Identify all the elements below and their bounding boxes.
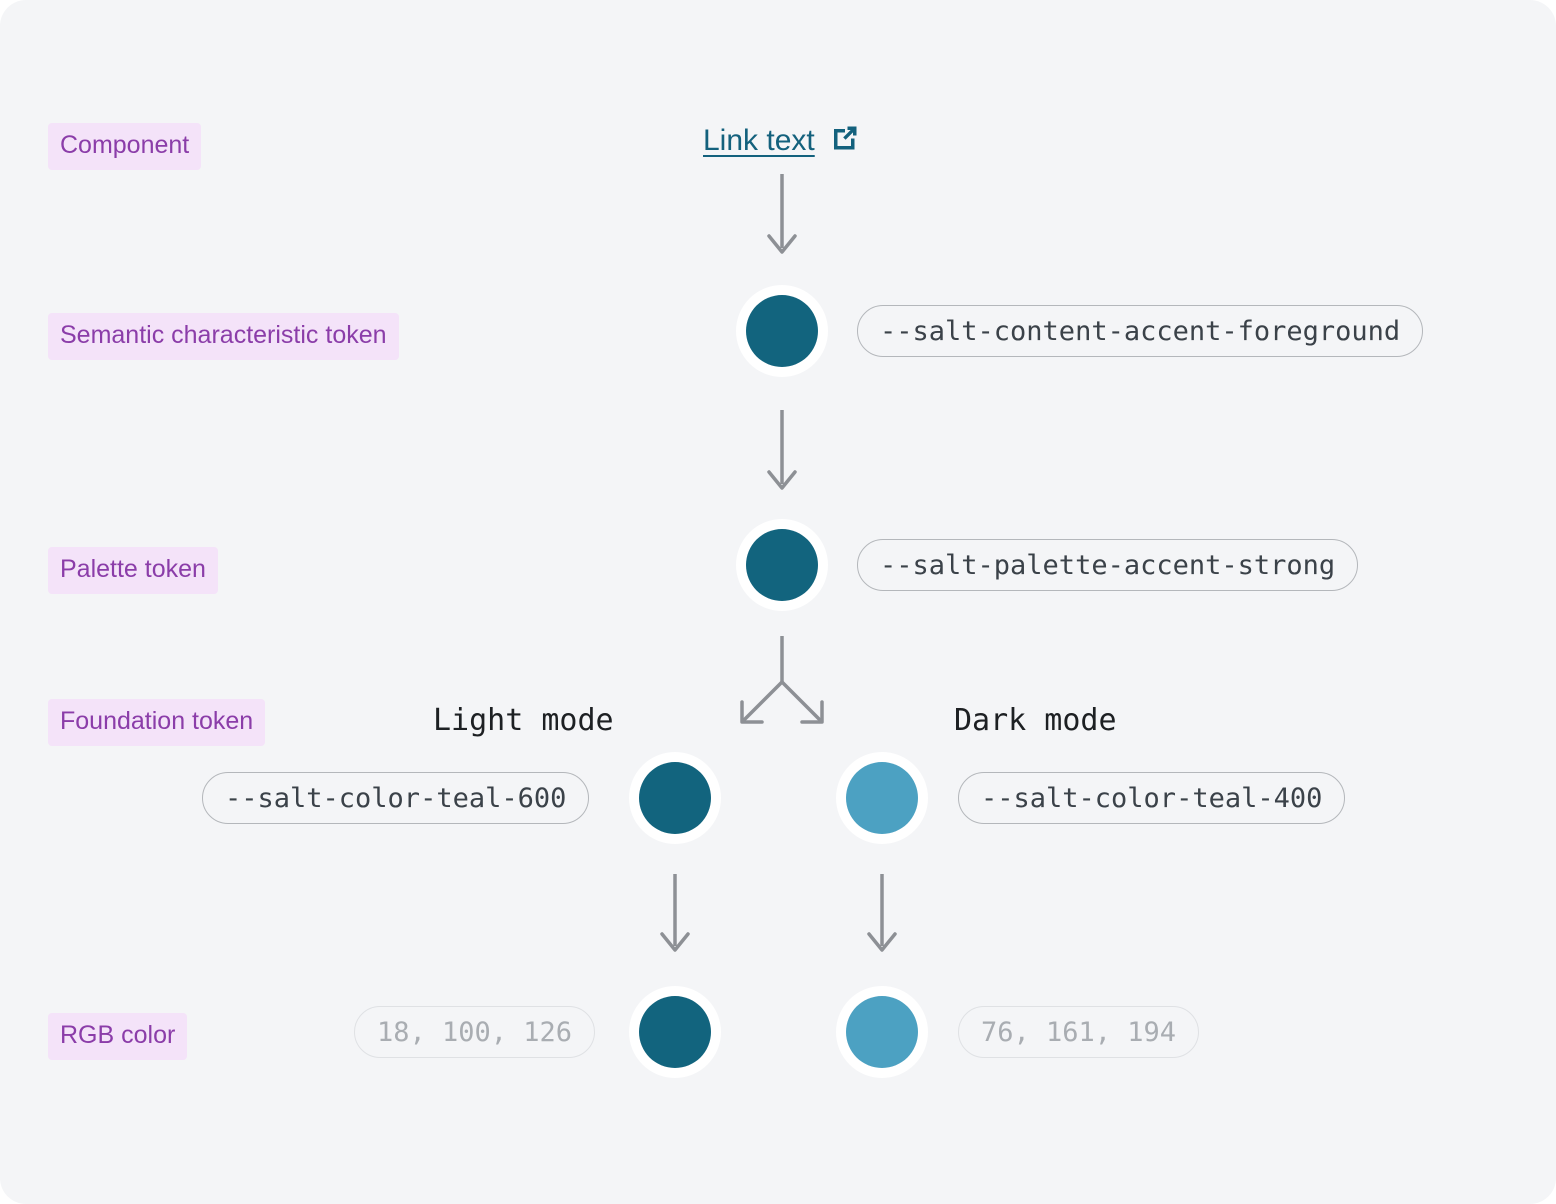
swatch-dot — [746, 295, 818, 367]
arrow-palette-branch — [740, 636, 824, 724]
stage-label-foundation-token: Foundation token — [48, 699, 266, 746]
swatch-palette-token — [736, 519, 828, 611]
arrow-foundation-dark-to-rgb — [867, 874, 897, 952]
swatch-dot — [746, 529, 818, 601]
link-component[interactable]: Link text — [703, 122, 861, 159]
light-mode-caption: Light mode — [433, 703, 614, 738]
swatch-semantic-token — [736, 285, 828, 377]
swatch-dot — [846, 762, 918, 834]
stage-label-rgb-color: RGB color — [48, 1013, 188, 1060]
external-link-icon — [829, 122, 861, 159]
link-text-label[interactable]: Link text — [703, 123, 815, 157]
swatch-dot — [639, 996, 711, 1068]
arrow-component-to-semantic — [767, 174, 797, 254]
token-pill-foundation-light[interactable]: --salt-color-teal-600 — [202, 772, 590, 824]
swatch-dot — [639, 762, 711, 834]
stage-label-palette-token: Palette token — [48, 547, 218, 594]
rgb-pill-dark: 76, 161, 194 — [958, 1006, 1200, 1058]
stage-label-component: Component — [48, 123, 202, 170]
token-pill-semantic[interactable]: --salt-content-accent-foreground — [857, 305, 1424, 357]
swatch-foundation-dark — [836, 752, 928, 844]
swatch-rgb-dark — [836, 986, 928, 1078]
swatch-dot — [846, 996, 918, 1068]
rgb-pill-light: 18, 100, 126 — [354, 1006, 596, 1058]
swatch-foundation-light — [629, 752, 721, 844]
stage-label-semantic-characteristic-token: Semantic characteristic token — [48, 313, 399, 360]
token-pill-palette[interactable]: --salt-palette-accent-strong — [857, 539, 1359, 591]
arrow-foundation-light-to-rgb — [660, 874, 690, 952]
swatch-rgb-light — [629, 986, 721, 1078]
dark-mode-caption: Dark mode — [954, 703, 1117, 738]
token-pill-foundation-dark[interactable]: --salt-color-teal-400 — [958, 772, 1346, 824]
arrow-semantic-to-palette — [767, 410, 797, 490]
